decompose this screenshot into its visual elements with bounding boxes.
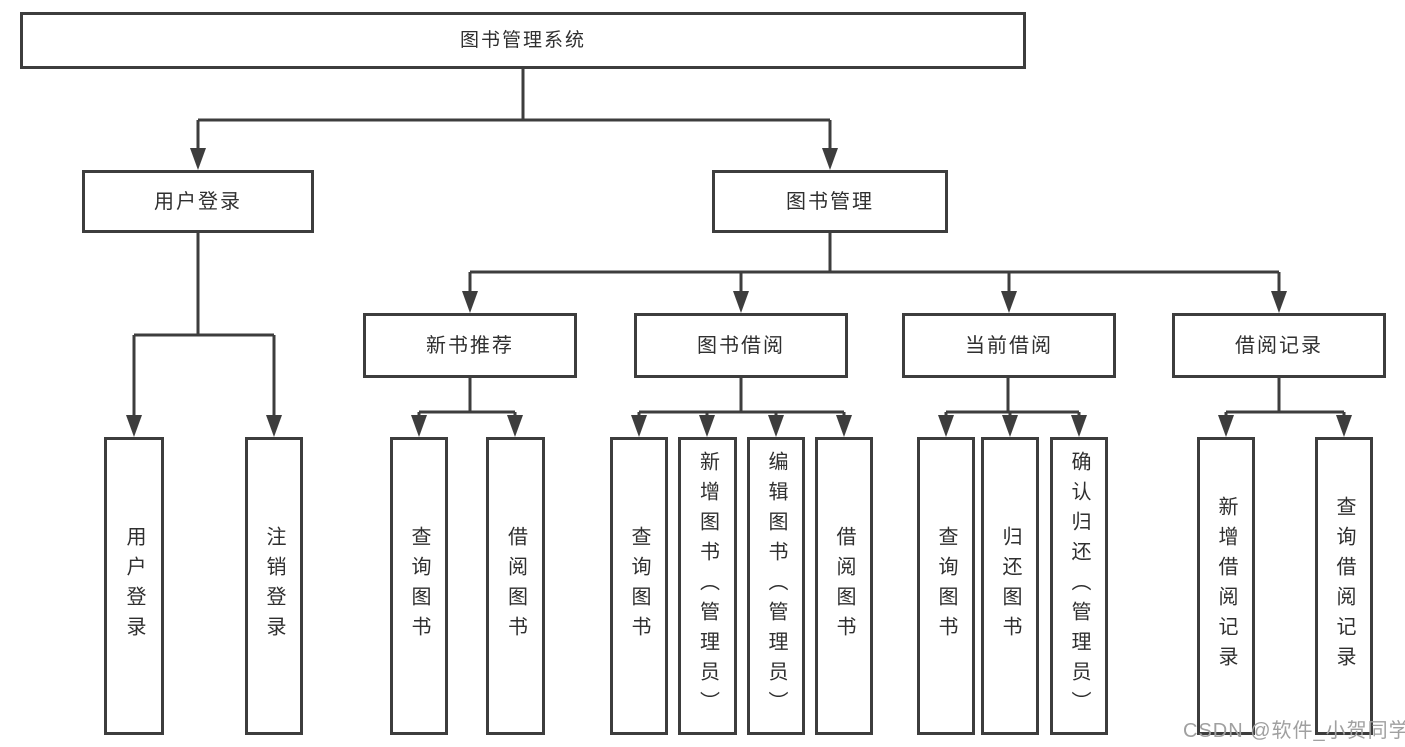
leaf-return-book: 归还图书	[981, 437, 1039, 735]
leaf-user-login: 用户登录	[104, 437, 164, 735]
csdn-watermark: CSDN @软件_小贺同学	[1183, 720, 1405, 742]
node-root: 图书管理系统	[20, 12, 1026, 69]
node-new-book-recommend-label: 新书推荐	[426, 334, 514, 357]
leaf-label: 归还图书	[999, 526, 1021, 646]
leaf-edit-book-admin: 编辑图书（管理员）	[747, 437, 805, 735]
leaf-label: 新增借阅记录	[1215, 496, 1237, 676]
node-book-borrow-label: 图书借阅	[697, 334, 785, 357]
node-book-borrow: 图书借阅	[634, 313, 848, 378]
node-book-management-label: 图书管理	[786, 190, 874, 213]
node-borrow-record: 借阅记录	[1172, 313, 1386, 378]
node-current-borrow: 当前借阅	[902, 313, 1116, 378]
node-user-login-label: 用户登录	[154, 190, 242, 213]
leaf-query-book-3: 查询图书	[917, 437, 975, 735]
leaf-label: 新增图书（管理员）	[696, 451, 719, 721]
node-borrow-record-label: 借阅记录	[1235, 334, 1323, 357]
leaf-confirm-return-admin: 确认归还（管理员）	[1050, 437, 1108, 735]
node-current-borrow-label: 当前借阅	[965, 334, 1053, 357]
leaf-add-borrow-record: 新增借阅记录	[1197, 437, 1255, 735]
leaf-label: 查询图书	[408, 526, 430, 646]
node-book-management: 图书管理	[712, 170, 948, 233]
leaf-label: 注销登录	[263, 526, 285, 646]
leaf-borrow-book-1: 借阅图书	[486, 437, 545, 735]
node-root-label: 图书管理系统	[459, 30, 586, 51]
leaf-label: 借阅图书	[833, 526, 855, 646]
leaf-logout: 注销登录	[245, 437, 303, 735]
leaf-label: 用户登录	[123, 526, 145, 646]
leaf-label: 借阅图书	[504, 526, 527, 646]
leaf-borrow-book-2: 借阅图书	[815, 437, 873, 735]
leaf-label: 查询图书	[935, 526, 957, 646]
leaf-add-book-admin: 新增图书（管理员）	[678, 437, 737, 735]
leaf-query-borrow-record: 查询借阅记录	[1315, 437, 1373, 735]
leaf-query-book-2: 查询图书	[610, 437, 668, 735]
node-user-login: 用户登录	[82, 170, 314, 233]
leaf-label: 确认归还（管理员）	[1068, 451, 1090, 721]
leaf-label: 查询图书	[628, 526, 650, 646]
leaf-label: 编辑图书（管理员）	[765, 451, 787, 721]
node-new-book-recommend: 新书推荐	[363, 313, 577, 378]
leaf-label: 查询借阅记录	[1333, 496, 1355, 676]
leaf-query-book-1: 查询图书	[390, 437, 448, 735]
